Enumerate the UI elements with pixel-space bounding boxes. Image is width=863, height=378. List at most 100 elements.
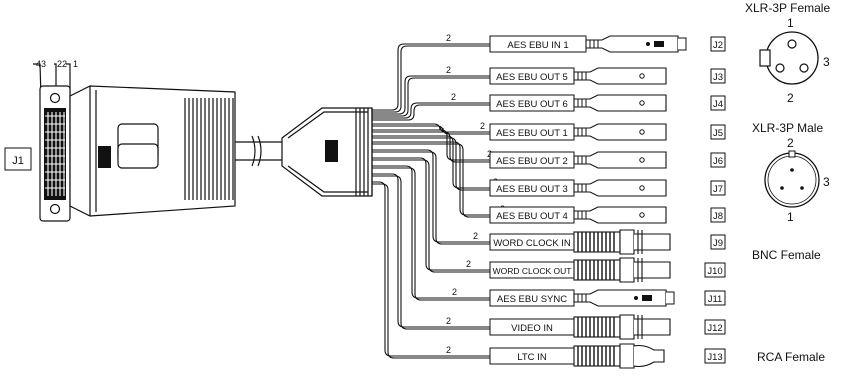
- jack-label-box: [710, 36, 726, 52]
- jack-label-box: [710, 207, 726, 223]
- cable-wire: [372, 159, 490, 273]
- bnc-barrel: [634, 315, 671, 339]
- jack-label-box: [710, 124, 726, 140]
- cable-wire: [372, 131, 490, 163]
- cable-label: AES EBU SYNC: [497, 294, 567, 305]
- dsub-connector: [33, 63, 282, 222]
- jack-label: J13: [707, 352, 722, 363]
- xlr-plug: [573, 179, 667, 197]
- jack-label: J12: [707, 323, 722, 334]
- xlr-plug: [573, 151, 667, 169]
- xlr-plug: [573, 123, 667, 141]
- cable-wire: [372, 175, 490, 330]
- jack-label-box: [710, 152, 726, 168]
- dsub-pin-22: 22: [57, 59, 67, 69]
- cable-wire: [372, 123, 490, 133]
- wire-count: 2: [446, 345, 451, 355]
- wire-count: 2: [446, 33, 451, 43]
- plug-boot: [573, 345, 621, 367]
- cable-label: VIDEO IN: [511, 323, 553, 334]
- jack-label-box: [704, 319, 726, 335]
- xlr-plug: [573, 94, 667, 112]
- wire-count: 2: [446, 65, 451, 75]
- cable-wire: [372, 143, 490, 218]
- jack-label-box: [710, 95, 726, 111]
- cable-label: WORD CLOCK IN: [493, 238, 571, 249]
- legend-xlr-male-title: XLR-3P Male: [752, 121, 823, 135]
- dsub-label-text: J1: [12, 155, 24, 167]
- jack-label-box: [710, 68, 726, 84]
- cable-label: AES EBU OUT 4: [496, 211, 568, 222]
- jack-label: J10: [707, 266, 722, 277]
- legend-xlr-female-title: XLR-3P Female: [745, 1, 830, 15]
- legend-xlr-female-pin-3: 3: [823, 55, 830, 69]
- cable-label: AES EBU OUT 2: [496, 156, 568, 167]
- xlr-plug: [573, 67, 667, 85]
- cable-wire: [372, 141, 490, 216]
- cable-label: AES EBU IN 1: [507, 40, 568, 51]
- cable-label: LTC IN: [517, 352, 547, 363]
- cable-wire: [372, 77, 490, 117]
- wire-count: 2: [466, 259, 471, 269]
- jack-label: J9: [713, 238, 723, 249]
- cable-wire: [372, 167, 490, 301]
- cable-wire: [372, 43, 490, 111]
- wire-count: 2: [473, 231, 478, 241]
- xlr-plug: [573, 289, 667, 307]
- dsub-pin-1: 1: [73, 59, 78, 69]
- plug-boot: [573, 316, 621, 338]
- jack-label-box: [704, 348, 726, 364]
- cable-label: AES EBU OUT 5: [496, 72, 568, 83]
- cable-label: AES EBU OUT 1: [496, 128, 568, 139]
- jack-label: J6: [713, 156, 723, 167]
- jack-label-box: [710, 180, 726, 196]
- jack-label-box: [704, 290, 726, 306]
- cable-wire: [372, 183, 490, 359]
- cable-wire: [372, 104, 490, 121]
- cable-wire: [372, 75, 490, 115]
- dsub-jack-label: J1: [4, 147, 32, 171]
- bnc-barrel: [634, 258, 671, 282]
- plug-boot: [573, 231, 621, 253]
- wire-count: 2: [451, 92, 456, 102]
- xlr-plug: [585, 35, 679, 53]
- cable-wire: [372, 137, 490, 191]
- plug-boot: [573, 259, 621, 281]
- wire-count: 2: [446, 316, 451, 326]
- cable-wire: [372, 151, 490, 245]
- jack-label: J4: [713, 99, 723, 110]
- rca-barrel: [633, 344, 665, 368]
- cable-label: WORD CLOCK OUT: [493, 266, 572, 276]
- jack-label: J11: [708, 294, 723, 305]
- legend-xlr-female: XLR-3P Female 1 3 2: [745, 1, 830, 105]
- legend-xlr-female-pin-1: 1: [787, 16, 794, 30]
- legend-bnc-female: BNC Female: [752, 248, 821, 262]
- jack-label: J8: [713, 211, 723, 222]
- jack-label: J2: [713, 40, 723, 51]
- cable-label: AES EBU OUT 3: [496, 184, 568, 195]
- cable-wire: [372, 102, 490, 119]
- jack-label-box: [710, 234, 726, 250]
- legend-xlr-male-pin-2: 2: [787, 136, 794, 150]
- jack-label: J3: [713, 72, 723, 83]
- cable-wire: [372, 181, 490, 357]
- legend-xlr-female-pin-2: 2: [787, 91, 794, 105]
- legend-xlr-male-pin-1: 1: [787, 210, 794, 224]
- bnc-barrel: [634, 230, 671, 254]
- jack-label: J7: [713, 184, 723, 195]
